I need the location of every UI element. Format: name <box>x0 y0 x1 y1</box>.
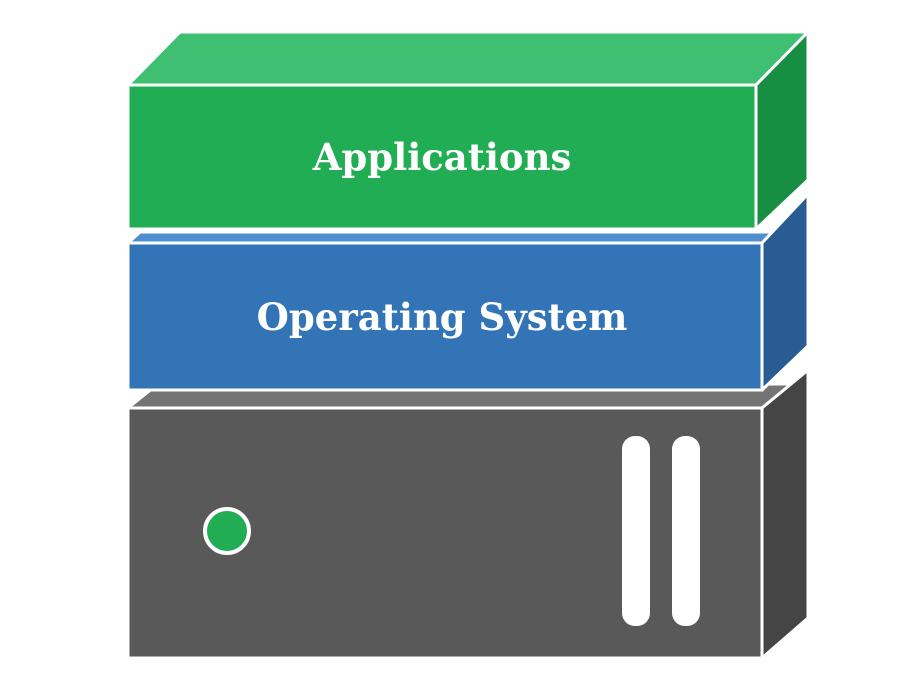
applications-block: Applications <box>126 30 810 231</box>
operating-system-block: Operating System <box>126 192 810 392</box>
operating-system-label: Operating System <box>257 295 628 339</box>
operating-system-block-front <box>126 241 764 392</box>
drive-slot-icon <box>672 436 700 626</box>
hardware-block-side <box>760 368 810 660</box>
applications-label: Applications <box>312 135 572 179</box>
applications-block-top <box>126 30 810 87</box>
drive-slot-icon <box>622 436 650 626</box>
applications-block-front <box>126 83 758 231</box>
operating-system-block-top <box>126 230 810 245</box>
operating-system-block-side <box>760 192 810 392</box>
hardware-block <box>126 368 810 660</box>
power-indicator-icon <box>203 507 251 555</box>
